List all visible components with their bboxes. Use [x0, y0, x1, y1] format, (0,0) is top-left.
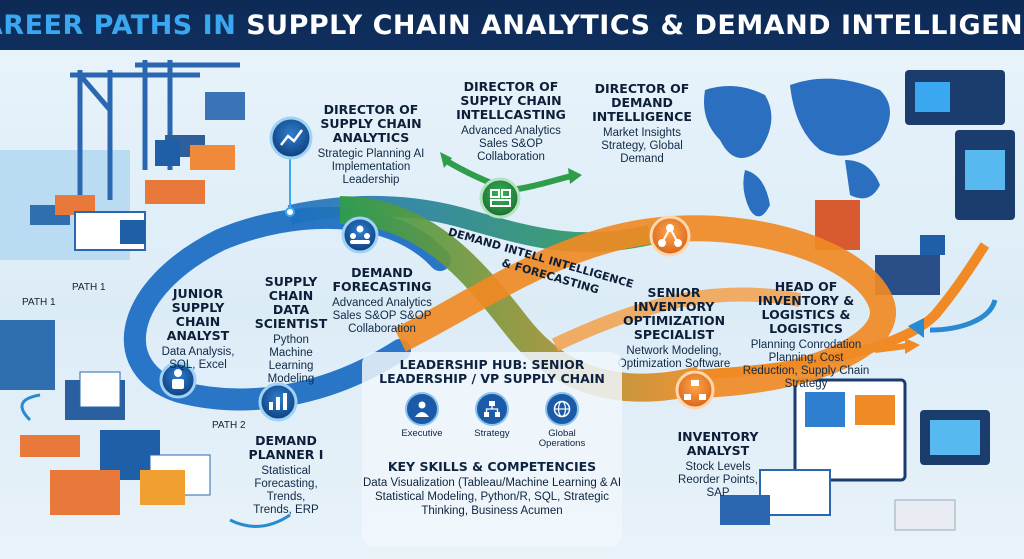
role-title: DIRECTOR OF SUPPLY CHAIN INTELLCASTING — [456, 79, 566, 122]
title-part-2: SUPPLY CHAIN ANALYTICS & DEMAND INTELLIG… — [246, 9, 1024, 41]
arrow-head — [908, 318, 924, 338]
title-banner: CAREER PATHS IN SUPPLY CHAIN ANALYTICS &… — [0, 0, 1024, 50]
world-map-illustration — [704, 70, 1015, 295]
role-title: SENIOR INVENTORY OPTIMIZATION SPECIALIST — [622, 285, 726, 342]
hub-item-label: Global Operations — [538, 428, 586, 449]
warehouse-scene-illustration — [0, 320, 291, 528]
arrow-head — [905, 338, 920, 354]
path-2-label: PATH 2 — [212, 420, 246, 431]
path-1-label-b: PATH 1 — [22, 297, 56, 308]
role-director-analytics: DIRECTOR OF SUPPLY CHAIN ANALYTICS Strat… — [312, 103, 430, 187]
hub-item-label: Executive — [401, 428, 443, 439]
role-description: Python Machine Learning Modeling — [267, 334, 315, 385]
role-title: DEMAND PLANNER I — [248, 433, 324, 462]
team-icon — [350, 225, 370, 244]
role-junior-analyst: JUNIOR SUPPLY CHAIN ANALYST Data Analysi… — [148, 287, 248, 372]
node-demand-planner[interactable] — [258, 382, 298, 422]
role-title: SUPPLY CHAIN DATA SCIENTIST — [254, 274, 328, 331]
hub-item-global-operations[interactable]: Global Operations — [537, 392, 587, 449]
role-description: Market Insights Strategy, Global Demand — [601, 127, 683, 165]
skills-description: Data Visualization (Tableau/Machine Lear… — [362, 476, 622, 517]
bar-chart-icon — [269, 393, 287, 410]
leadership-hub: LEADERSHIP HUB: SENIOR LEADERSHIP / VP S… — [362, 352, 622, 547]
globe-icon — [553, 400, 571, 418]
role-director-intellcasting: DIRECTOR OF SUPPLY CHAIN INTELLCASTING A… — [455, 80, 567, 164]
role-director-demand: DIRECTOR OF DEMAND INTELLIGENCE Market I… — [588, 82, 696, 166]
role-description: Strategic Planning AI Implementation Lea… — [317, 148, 425, 186]
role-description: Planning Conrodation Planning, Cost Redu… — [742, 339, 870, 390]
node-director-intellcasting[interactable] — [479, 177, 521, 219]
role-demand-forecasting: DEMAND FORECASTING Advanced Analytics Sa… — [326, 266, 438, 336]
role-description: Statistical Forecasting, Trends, Trends,… — [253, 465, 319, 516]
hub-item-executive[interactable]: Executive — [397, 392, 447, 449]
node-director-analytics[interactable] — [269, 116, 313, 160]
title-part-1: CAREER PATHS IN — [0, 9, 237, 41]
green-path-band — [339, 196, 704, 402]
role-title: HEAD OF INVENTORY & LOGISTICS & LOGISTIC… — [757, 279, 855, 336]
node-demand-forecasting[interactable] — [341, 216, 379, 254]
role-description: Data Analysis, SQL, Excel — [161, 346, 235, 371]
executive-icon — [415, 401, 429, 417]
hierarchy-icon — [684, 380, 706, 400]
role-data-scientist: SUPPLY CHAIN DATA SCIENTIST Python Machi… — [254, 275, 328, 386]
page-title: CAREER PATHS IN SUPPLY CHAIN ANALYTICS &… — [0, 10, 1024, 41]
node-junior-analyst[interactable] — [159, 361, 197, 399]
node-director-demand[interactable] — [649, 215, 691, 257]
role-inventory-analyst: INVENTORY ANALYST Stock Levels Reorder P… — [672, 430, 764, 500]
role-title: DIRECTOR OF SUPPLY CHAIN ANALYTICS — [320, 102, 422, 145]
skills-title: KEY SKILLS & COMPETENCIES — [387, 458, 597, 474]
role-description: Advanced Analytics Sales S&OP S&OP Colla… — [332, 297, 432, 335]
career-path-diagram: DEMAND INTELL INTELLIGENCE & FORECASTING — [0, 60, 1015, 531]
node-inventory-analyst[interactable] — [675, 370, 715, 410]
port-scene-illustration — [0, 60, 245, 260]
role-title: INVENTORY ANALYST — [677, 429, 759, 458]
role-head-inventory: HEAD OF INVENTORY & LOGISTICS & LOGISTIC… — [740, 280, 872, 391]
dashboard-icon — [490, 189, 511, 207]
analyst-icon — [172, 369, 184, 389]
hub-title: LEADERSHIP HUB: SENIOR LEADERSHIP / VP S… — [379, 357, 605, 386]
role-description: Network Modeling, Optimization Software — [617, 345, 731, 370]
path-1-label-a: PATH 1 — [72, 282, 106, 293]
orange-inner-band — [552, 287, 802, 352]
org-chart-icon — [484, 401, 500, 417]
blue-return-arrow — [929, 299, 998, 333]
role-title: DIRECTOR OF DEMAND INTELLIGENCE — [592, 81, 692, 124]
role-demand-planner: DEMAND PLANNER I Statistical Forecasting… — [246, 434, 326, 517]
role-title: JUNIOR SUPPLY CHAIN ANALYST — [166, 286, 230, 343]
role-description: Stock Levels Reorder Points, SAP — [678, 461, 758, 499]
role-title: DEMAND FORECASTING — [332, 265, 432, 294]
role-description: Advanced Analytics Sales S&OP Collaborat… — [461, 125, 561, 163]
hub-icon-row: Executive Strategy Global Operations — [362, 392, 622, 449]
network-icon — [658, 224, 682, 247]
hub-item-label: Strategy — [474, 428, 510, 439]
trend-chart-icon — [280, 129, 304, 146]
arrow-head — [440, 152, 452, 168]
hub-item-strategy[interactable]: Strategy — [467, 392, 517, 449]
logistics-office-illustration — [720, 378, 990, 531]
arrow-head — [568, 168, 582, 184]
role-inventory-specialist: SENIOR INVENTORY OPTIMIZATION SPECIALIST… — [606, 286, 742, 371]
